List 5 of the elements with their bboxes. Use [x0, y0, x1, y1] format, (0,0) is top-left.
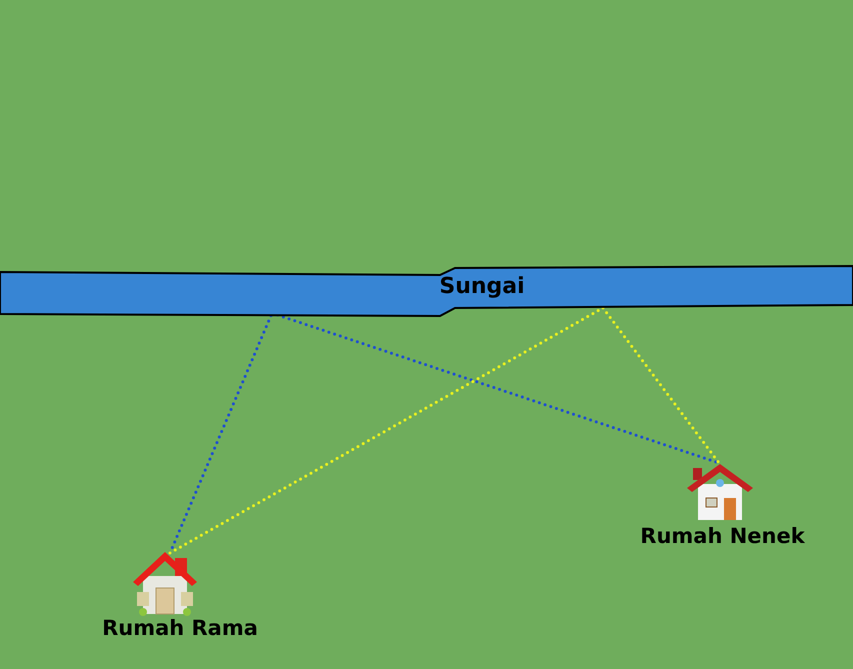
place-label: Rumah Nenek	[639, 524, 806, 548]
river-band	[0, 264, 853, 318]
place-label: Rumah Rama	[101, 616, 259, 640]
river-label: Sungai	[438, 274, 526, 299]
dotted-line	[602, 306, 720, 464]
